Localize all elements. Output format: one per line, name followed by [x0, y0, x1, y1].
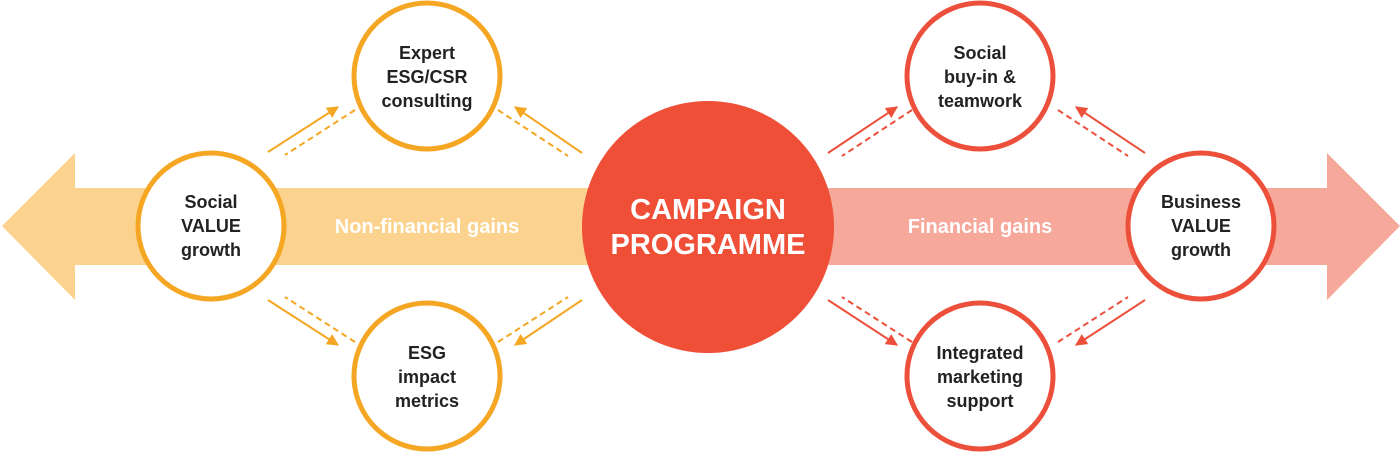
- svg-text:VALUE: VALUE: [1171, 216, 1231, 236]
- center-label-line2: PROGRAMME: [611, 229, 806, 261]
- center-label-line1: CAMPAIGN: [630, 194, 786, 226]
- svg-text:buy-in &: buy-in &: [944, 67, 1016, 87]
- connector-business-to-marketing: [1074, 299, 1146, 346]
- node-social-value-growth: Social VALUE growth: [135, 150, 287, 302]
- svg-text:ESG/CSR: ESG/CSR: [386, 67, 467, 87]
- svg-text:marketing: marketing: [937, 367, 1023, 387]
- svg-text:consulting: consulting: [382, 91, 473, 111]
- connector-social-to-esg: [267, 299, 340, 346]
- connector-center-to-esg: [514, 299, 583, 346]
- node-expert-esg-consulting: Expert ESG/CSR consulting: [351, 0, 503, 152]
- svg-text:impact: impact: [398, 367, 456, 387]
- svg-text:ESG: ESG: [408, 343, 446, 363]
- connector-buyin-to-business-dashed: [1057, 109, 1129, 157]
- right-band-arrow: [810, 153, 1400, 300]
- connector-center-to-marketing: [827, 299, 899, 346]
- campaign-programme-circle: [582, 101, 834, 353]
- svg-text:teamwork: teamwork: [938, 91, 1023, 111]
- connector-social-to-expert: [267, 106, 340, 153]
- connector-esg-to-social-dashed: [284, 296, 356, 343]
- right-connectors: [827, 106, 1146, 346]
- financial-gains-label: Financial gains: [908, 216, 1052, 238]
- connector-marketing-to-center-dashed: [841, 296, 913, 343]
- svg-text:VALUE: VALUE: [181, 216, 241, 236]
- connector-esg-to-center-dashed: [497, 296, 569, 343]
- svg-text:growth: growth: [181, 240, 241, 260]
- connector-expert-to-center-dashed: [497, 109, 569, 157]
- connector-center-to-buyin: [827, 106, 898, 154]
- svg-text:growth: growth: [1171, 240, 1231, 260]
- svg-text:Social: Social: [953, 43, 1006, 63]
- svg-text:Business: Business: [1161, 192, 1241, 212]
- non-financial-gains-label: Non-financial gains: [335, 216, 519, 238]
- svg-text:metrics: metrics: [395, 391, 459, 411]
- connector-buyin-to-center-dashed: [841, 109, 913, 157]
- svg-text:support: support: [947, 391, 1014, 411]
- node-esg-impact-metrics: ESG impact metrics: [351, 300, 503, 452]
- node-business-value-growth: Business VALUE growth: [1125, 150, 1277, 302]
- node-social-buyin-teamwork: Social buy-in & teamwork: [904, 0, 1056, 152]
- left-connectors: [267, 106, 583, 346]
- connector-center-to-expert: [514, 106, 583, 154]
- svg-text:Social: Social: [184, 192, 237, 212]
- node-integrated-marketing-support: Integrated marketing support: [904, 300, 1056, 452]
- svg-text:Integrated: Integrated: [936, 343, 1023, 363]
- connector-business-to-buyin: [1075, 106, 1146, 154]
- svg-text:Expert: Expert: [399, 43, 455, 63]
- connector-marketing-to-business-dashed: [1057, 296, 1129, 343]
- connector-expert-to-social-dashed: [284, 109, 356, 156]
